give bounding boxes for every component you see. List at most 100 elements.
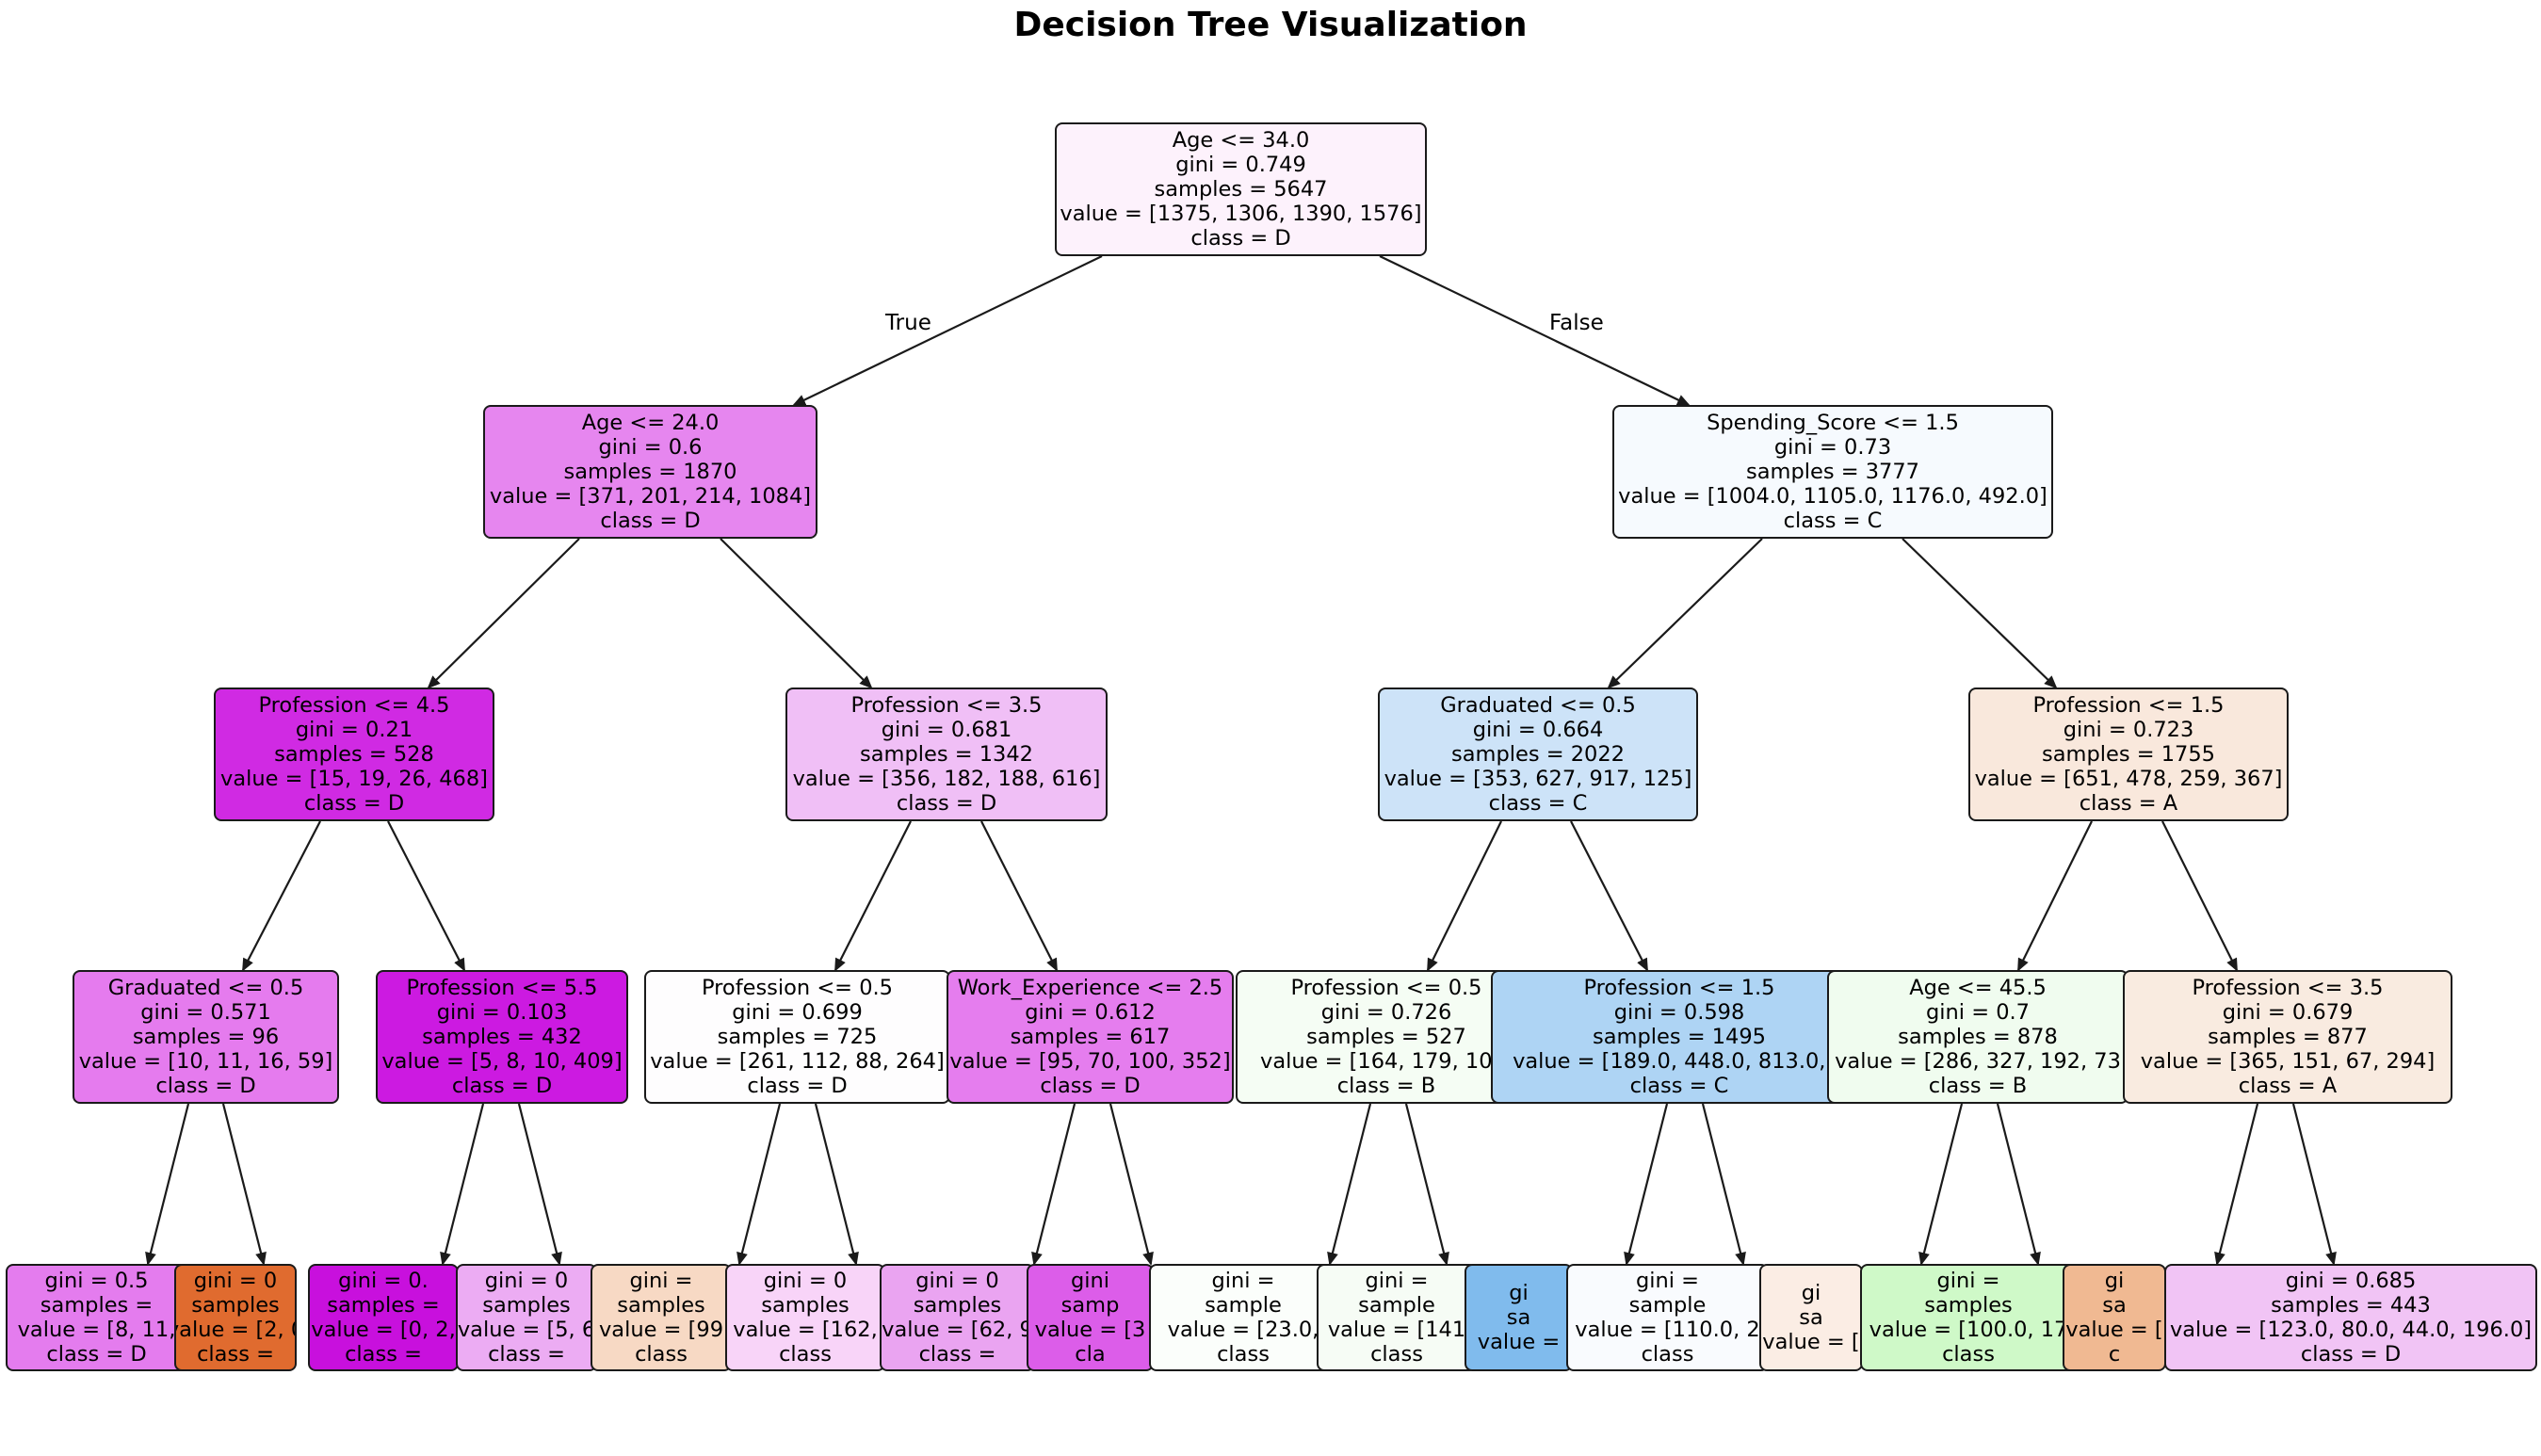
- node-line: value = [100.0, 17: [1869, 1318, 2068, 1342]
- node-line: value = [141: [1327, 1318, 1466, 1342]
- node-line: gini = 0.73: [1773, 435, 1892, 460]
- edge-n2-n5: [1607, 538, 1763, 689]
- node-line: gini = 0: [763, 1269, 848, 1293]
- node-line: class =: [197, 1342, 274, 1367]
- node-line: Spending_Score <= 1.5: [1707, 411, 1959, 435]
- edge-n14-n29: [2214, 1103, 2259, 1266]
- node-line: class = B: [1336, 1074, 1436, 1098]
- node-line: gini = 0.749: [1175, 153, 1306, 177]
- node-line: value = [164, 179, 104,: [1260, 1049, 1513, 1074]
- node-line: Graduated <= 0.5: [107, 976, 304, 1000]
- node-line: class =: [345, 1342, 422, 1367]
- node-line: value = [261, 112, 88, 264]: [650, 1049, 945, 1074]
- node-line: value = [62, 9: [882, 1318, 1033, 1342]
- node-line: value = [10, 11, 16, 59]: [78, 1049, 333, 1074]
- node-line: sample: [1628, 1293, 1707, 1318]
- node-line: sa: [1799, 1305, 1823, 1330]
- node-line: samples = 1870: [563, 460, 737, 484]
- node-line: value = [: [1762, 1330, 1860, 1354]
- node-line: class = D: [2300, 1342, 2402, 1367]
- node-line: sample: [1205, 1293, 1282, 1318]
- node-line: Profession <= 1.5: [2032, 693, 2225, 718]
- node-line: class = D: [155, 1074, 256, 1098]
- node-line: Age <= 34.0: [1172, 128, 1310, 153]
- node-line: samples = 1342: [860, 742, 1033, 767]
- node-line: Profession <= 0.5: [1290, 976, 1482, 1000]
- node-line: gini = 0: [193, 1269, 278, 1293]
- edge-n7-n16: [221, 1103, 267, 1266]
- node-line: gini =: [1365, 1269, 1429, 1293]
- node-line: value = [8, 11,: [17, 1318, 176, 1342]
- edge-n10-n21: [1031, 1103, 1076, 1266]
- node-line: class = D: [451, 1074, 553, 1098]
- edge-n3-n7: [242, 820, 321, 972]
- edge-n4-n10: [980, 820, 1058, 972]
- node-line: value = [0, 2,: [311, 1318, 456, 1342]
- node-line: samples = 877: [2208, 1025, 2368, 1049]
- node-line: value = [189.0, 448.0, 813.0, 4: [1513, 1049, 1846, 1074]
- node-line: gini =: [1936, 1269, 2000, 1293]
- node-line: samples = 878: [1898, 1025, 2058, 1049]
- edge-n12-n25: [1624, 1103, 1669, 1266]
- node-line: gini = 0.664: [1472, 718, 1604, 742]
- node-line: samples: [1924, 1293, 2013, 1318]
- node-line: class = D: [1190, 226, 1291, 251]
- node-line: Graduated <= 0.5: [1440, 693, 1636, 718]
- node-line: gini = 0.723: [2063, 718, 2194, 742]
- node-line: value = [123.0, 80.0, 44.0, 196.0]: [2169, 1318, 2533, 1342]
- node-line: gini = 0.679: [2222, 1000, 2354, 1025]
- node-line: class: [1370, 1342, 1423, 1367]
- node-line: class = D: [896, 791, 997, 816]
- node-line: gini = 0.6: [598, 435, 703, 460]
- node-line: class =: [918, 1342, 996, 1367]
- node-line: class = A: [2079, 791, 2178, 816]
- edge-n3-n8: [387, 820, 465, 972]
- node-line: value = [110.0, 2: [1575, 1318, 1760, 1342]
- edge-n11-n24: [1404, 1103, 1449, 1266]
- node-line: class = D: [46, 1342, 147, 1367]
- edge-n11-n23: [1327, 1103, 1372, 1266]
- node-line: samples: [191, 1293, 280, 1318]
- node-line: samples =: [327, 1293, 440, 1318]
- node-line: value = [3: [1034, 1318, 1146, 1342]
- node-line: cla: [1075, 1342, 1106, 1367]
- node-line: value =: [1477, 1330, 1561, 1354]
- node-line: gini = 0.103: [436, 1000, 568, 1025]
- edge-n6-n14: [2161, 820, 2238, 972]
- node-line: class: [1641, 1342, 1694, 1367]
- node-line: value = [: [2065, 1318, 2163, 1342]
- node-line: gini = 0.685: [2285, 1269, 2417, 1293]
- node-line: gi: [1509, 1281, 1529, 1305]
- node-line: gini = 0.7: [1926, 1000, 2030, 1025]
- node-line: value = [99: [598, 1318, 724, 1342]
- edge-label-false: False: [1549, 311, 1604, 335]
- node-line: gini =: [629, 1269, 693, 1293]
- node-line: Profession <= 4.5: [258, 693, 450, 718]
- node-line: gini = 0.726: [1320, 1000, 1452, 1025]
- edge-n5-n12: [1570, 820, 1648, 972]
- node-line: class = C: [1488, 791, 1588, 816]
- node-line: class = B: [1928, 1074, 2028, 1098]
- tree-node-n17: gini = 0.samples =value = [0, 2,class =: [308, 1264, 459, 1371]
- node-line: samples = 1495: [1593, 1025, 1766, 1049]
